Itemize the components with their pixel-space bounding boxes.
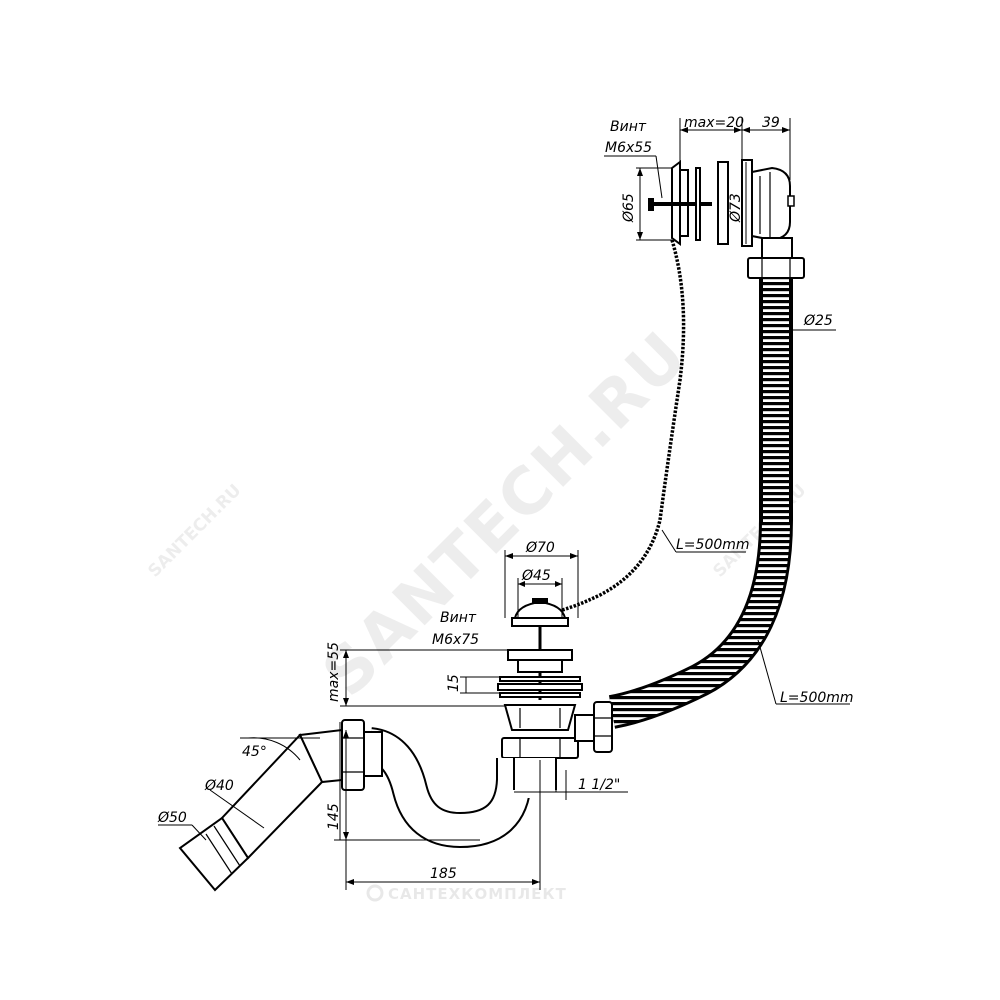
label-hose-length: L=500mm bbox=[780, 690, 854, 706]
overflow-assembly bbox=[648, 159, 805, 279]
label-screw-top-line2: M6x55 bbox=[605, 140, 652, 156]
label-d70: Ø70 bbox=[525, 540, 555, 556]
label-screw-top-line1: Винт bbox=[610, 119, 647, 135]
label-d185: 185 bbox=[430, 866, 457, 882]
label-d145: 145 bbox=[326, 803, 342, 830]
angled-outlet bbox=[178, 728, 343, 892]
label-max20: max=20 bbox=[684, 115, 744, 131]
label-max55: max=55 bbox=[326, 642, 342, 702]
label-angle-45: 45° bbox=[242, 744, 267, 760]
label-thread: 1 1/2" bbox=[578, 777, 620, 793]
hose-length-leader bbox=[757, 639, 777, 705]
label-d15: 15 bbox=[446, 674, 462, 692]
label-d25: Ø25 bbox=[803, 313, 833, 329]
label-d39: 39 bbox=[762, 115, 780, 131]
chain bbox=[554, 239, 686, 614]
lower-dimensions bbox=[158, 550, 628, 890]
label-d65: Ø65 bbox=[621, 193, 637, 223]
watermark-left: SANTECH.RU bbox=[144, 480, 245, 581]
corrugated-hose bbox=[608, 278, 793, 729]
chain-length-leader bbox=[661, 529, 677, 553]
top-dimensions bbox=[604, 118, 791, 244]
siphon-trap bbox=[341, 719, 557, 849]
watermark-main: SANTECH.RU bbox=[309, 318, 703, 712]
label-chain-length: L=500mm bbox=[676, 537, 750, 553]
label-screw-bottom-line1: Винт bbox=[440, 610, 477, 626]
label-screw-bottom-line2: M6x75 bbox=[432, 632, 479, 648]
label-d45: Ø45 bbox=[521, 568, 551, 584]
label-d50: Ø50 bbox=[157, 810, 187, 826]
watermark-footer: САНТЕХКОМПЛЕКТ bbox=[388, 885, 567, 903]
label-d40: Ø40 bbox=[204, 778, 234, 794]
drain-assembly bbox=[497, 598, 613, 759]
footer-watermark: САНТЕХКОМПЛЕКТ bbox=[366, 884, 567, 903]
label-d73: Ø73 bbox=[728, 193, 744, 223]
